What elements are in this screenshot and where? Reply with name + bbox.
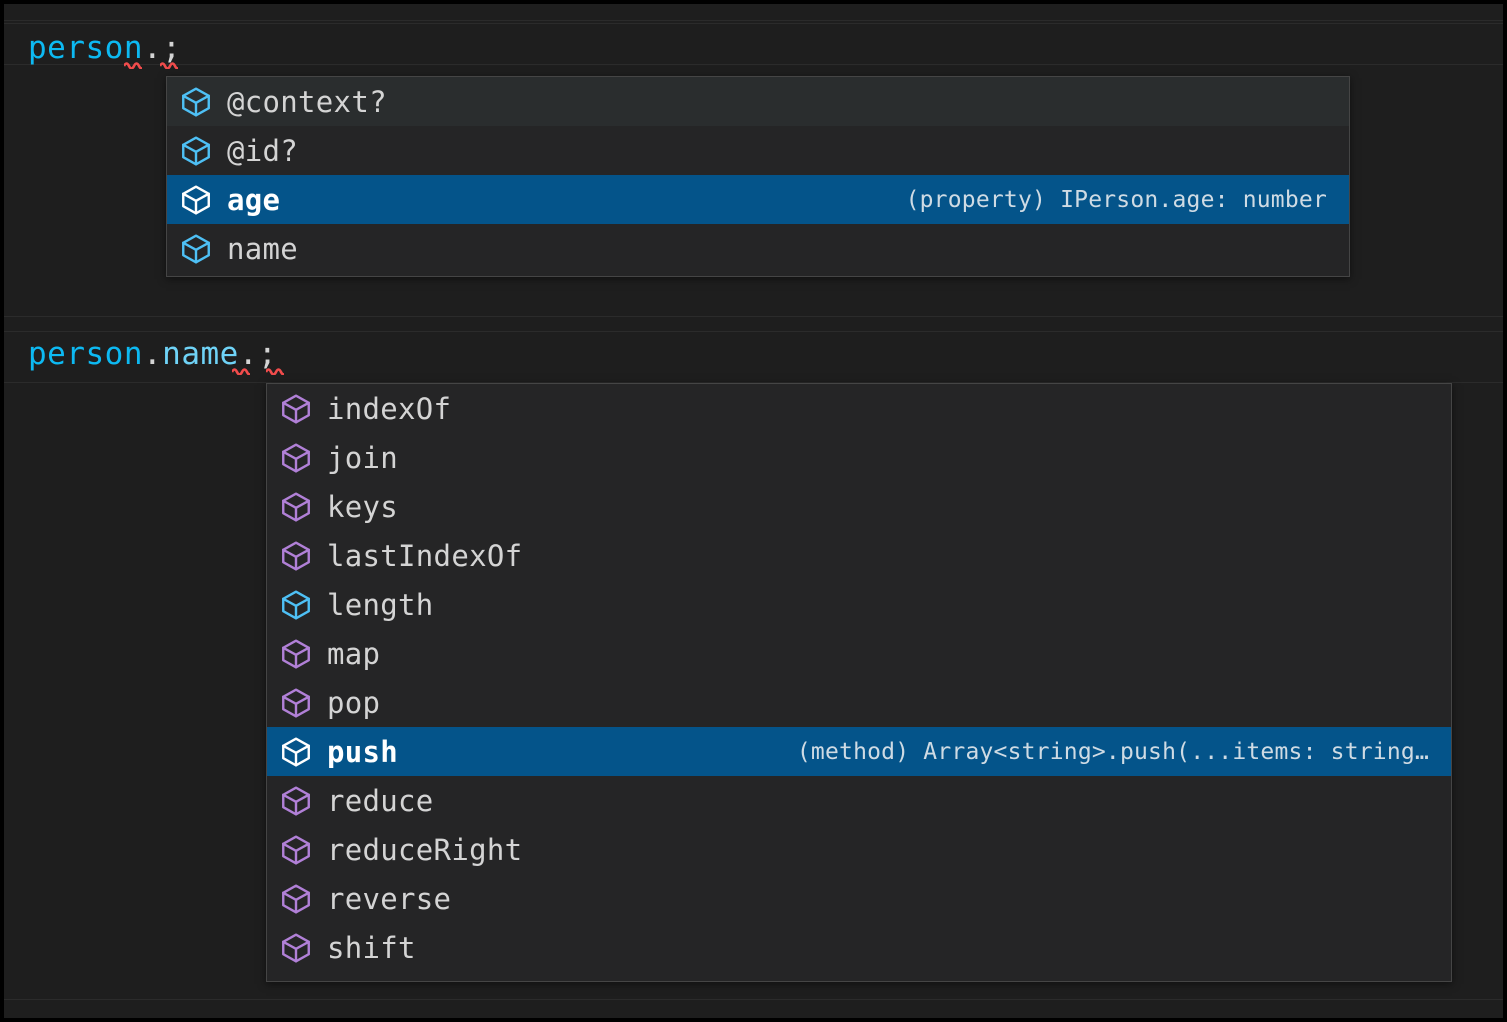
- method-cube-icon: [279, 686, 313, 720]
- suggest-item-label: map: [327, 636, 381, 671]
- suggest-item-map[interactable]: map: [267, 629, 1451, 678]
- code-editor-canvas[interactable]: person.; person.name.; @context?@id?age(…: [4, 4, 1503, 1018]
- code-token-variable: person: [28, 30, 143, 66]
- method-cube-icon: [279, 539, 313, 573]
- method-cube-icon: [279, 882, 313, 916]
- suggest-item-label: indexOf: [327, 391, 452, 426]
- suggest-item-label: reduce: [327, 783, 434, 818]
- editor-band: [4, 23, 1503, 24]
- suggest-item-reduce[interactable]: reduce: [267, 776, 1451, 825]
- method-cube-icon: [279, 784, 313, 818]
- suggest-item-label: reverse: [327, 881, 452, 916]
- suggest-item-context[interactable]: @context?: [167, 77, 1349, 126]
- code-token-punct: .: [238, 336, 258, 372]
- suggest-item-keys[interactable]: keys: [267, 482, 1451, 531]
- error-squiggle-icon: [160, 60, 178, 69]
- suggest-item-label: @id?: [227, 133, 299, 168]
- error-squiggle-icon: [266, 366, 284, 375]
- code-token-punct: .: [142, 336, 163, 372]
- error-squiggle-icon: [232, 366, 250, 375]
- method-cube-icon: [279, 637, 313, 671]
- method-cube-icon: [279, 392, 313, 426]
- property-cube-icon: [179, 232, 213, 266]
- suggest-item-join[interactable]: join: [267, 433, 1451, 482]
- editor-band: [4, 316, 1503, 317]
- suggest-item-label: age: [227, 182, 281, 217]
- selected-cube-icon: [279, 735, 313, 769]
- suggest-item-length[interactable]: length: [267, 580, 1451, 629]
- suggest-item-label: reduceRight: [327, 832, 523, 867]
- suggest-item-label: join: [327, 440, 399, 475]
- code-token-variable: person: [28, 336, 143, 372]
- suggest-item-label: name: [227, 231, 299, 266]
- suggest-item-push[interactable]: push (method) Array<string>.push(...items…: [267, 727, 1451, 776]
- editor-band: [4, 20, 1503, 21]
- code-line-1[interactable]: person.;: [28, 29, 181, 67]
- suggest-item-label: lastIndexOf: [327, 538, 523, 573]
- error-squiggle-icon: [124, 60, 142, 69]
- method-cube-icon: [279, 833, 313, 867]
- suggest-item-age[interactable]: age (property) IPerson.age: number: [167, 175, 1349, 224]
- suggest-item-shift[interactable]: shift: [267, 923, 1451, 972]
- suggest-item-reverse[interactable]: reverse: [267, 874, 1451, 923]
- suggest-widget-person-name[interactable]: indexOf join keys lastIndexOf length map pop pu…: [266, 383, 1452, 982]
- code-token-punct: .: [142, 30, 163, 66]
- suggest-item-indexof[interactable]: indexOf: [267, 384, 1451, 433]
- method-cube-icon: [279, 931, 313, 965]
- suggest-item-detail: (property) IPerson.age: number: [905, 186, 1327, 213]
- suggest-item-label: length: [327, 587, 434, 622]
- method-cube-icon: [279, 490, 313, 524]
- suggest-item-label: pop: [327, 685, 381, 720]
- suggest-item-name[interactable]: name: [167, 224, 1349, 273]
- suggest-item-pop[interactable]: pop: [267, 678, 1451, 727]
- suggest-item-label: push: [327, 734, 399, 769]
- code-token-property: name: [162, 336, 239, 372]
- suggest-item-label: @context?: [227, 84, 387, 119]
- property-cube-icon: [179, 85, 213, 119]
- suggest-item-label: shift: [327, 930, 416, 965]
- selected-cube-icon: [179, 183, 213, 217]
- code-token-punct: ;: [257, 336, 278, 372]
- code-token-punct: ;: [162, 30, 182, 66]
- suggest-widget-person[interactable]: @context? @id? age (property) IPerson.age: …: [166, 76, 1350, 277]
- editor-band: [4, 64, 1503, 65]
- code-line-2[interactable]: person.name.;: [28, 335, 277, 373]
- suggest-item-id[interactable]: @id?: [167, 126, 1349, 175]
- suggest-item-detail: (method) Array<string>.push(...items: st…: [796, 738, 1429, 765]
- suggest-item-reduceright[interactable]: reduceRight: [267, 825, 1451, 874]
- property-cube-icon: [279, 588, 313, 622]
- method-cube-icon: [279, 441, 313, 475]
- editor-band: [4, 999, 1503, 1000]
- editor-band: [4, 331, 1503, 332]
- suggest-item-lastindexof[interactable]: lastIndexOf: [267, 531, 1451, 580]
- suggest-item-label: keys: [327, 489, 399, 524]
- property-cube-icon: [179, 134, 213, 168]
